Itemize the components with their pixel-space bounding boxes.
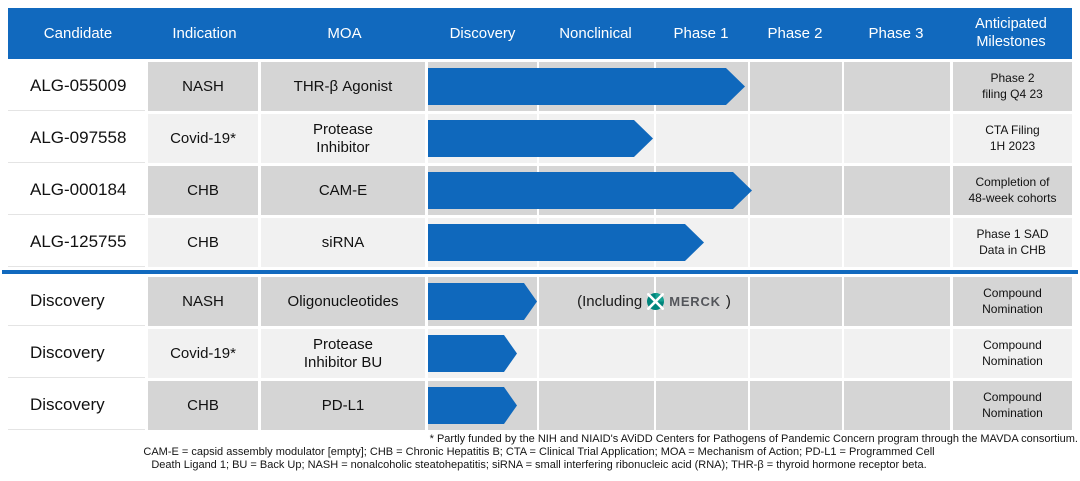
- merck-note-suffix: ): [725, 293, 731, 310]
- merck-note-prefix: (Including: [577, 293, 643, 310]
- moa-cell: Protease Inhibitor: [261, 114, 425, 163]
- milestone-cell: Compound Nomination: [953, 329, 1072, 378]
- moa-cell: Protease Inhibitor BU: [261, 329, 425, 378]
- milestone-cell: Compound Nomination: [953, 277, 1072, 326]
- stage-cell-phase-3: [842, 329, 950, 378]
- moa-cell: Oligonucleotides: [261, 277, 425, 326]
- stage-cell-phase-3: [842, 166, 950, 215]
- stage-cell-phase-2: [748, 381, 842, 430]
- footnotes: * Partly funded by the NIH and NIAID's A…: [0, 433, 1078, 472]
- header-phase-2: Phase 2: [767, 24, 823, 42]
- header-phase-1: Phase 1: [673, 24, 729, 42]
- table-row: ALG-055009 NASH THR-β Agonist Phase 2 fi…: [8, 62, 1072, 111]
- progress-arrow: [428, 224, 704, 261]
- footnote-funding: * Partly funded by the NIH and NIAID's A…: [429, 433, 1078, 445]
- candidate-cell: ALG-000184: [8, 166, 145, 215]
- stage-cell-phase-2: [748, 329, 842, 378]
- table-row: Discovery NASH Oligonucleotides (Includi…: [8, 277, 1072, 326]
- stage-cell-phase-2: [748, 114, 842, 163]
- progress-arrow: [428, 335, 517, 372]
- stage-cell-nonclinical: [537, 277, 654, 326]
- candidate-cell: ALG-055009: [8, 62, 145, 111]
- moa-cell: THR-β Agonist: [261, 62, 425, 111]
- indication-cell: CHB: [148, 166, 258, 215]
- candidate-cell: Discovery: [8, 277, 145, 326]
- milestone-cell: Completion of 48-week cohorts: [953, 166, 1072, 215]
- progress-arrow: [428, 120, 653, 157]
- moa-cell: siRNA: [261, 218, 425, 267]
- stage-track: [428, 62, 950, 111]
- progress-arrow: [428, 283, 537, 320]
- stage-cell-phase-2: [748, 218, 842, 267]
- footnote-abbreviations-line-1: CAM-E = capsid assembly modulator [empty…: [143, 446, 935, 458]
- candidate-cell: Discovery: [8, 381, 145, 430]
- stage-track: [428, 218, 950, 267]
- stage-cell-phase-1: [654, 329, 748, 378]
- milestone-cell: Compound Nomination: [953, 381, 1072, 430]
- milestone-cell: CTA Filing 1H 2023: [953, 114, 1072, 163]
- stage-track: [428, 329, 950, 378]
- candidate-cell: ALG-125755: [8, 218, 145, 267]
- stage-cell-phase-2: [748, 62, 842, 111]
- merck-logo-icon: [647, 293, 665, 310]
- indication-cell: CHB: [148, 218, 258, 267]
- header-discovery: Discovery: [449, 24, 516, 42]
- progress-arrow: [428, 68, 745, 105]
- indication-cell: NASH: [148, 277, 258, 326]
- header-indication: Indication: [172, 24, 237, 42]
- table-header-row: Candidate Indication MOA Discovery Noncl…: [8, 8, 1072, 59]
- indication-cell: CHB: [148, 381, 258, 430]
- stage-cell-phase-3: [842, 218, 950, 267]
- moa-cell: CAM-E: [261, 166, 425, 215]
- stage-track: [428, 381, 950, 430]
- table-row: ALG-000184 CHB CAM-E Completion of 48-we…: [8, 166, 1072, 215]
- table-row: Discovery Covid-19* Protease Inhibitor B…: [8, 329, 1072, 378]
- stage-cell-phase-2: [748, 277, 842, 326]
- stage-cell-nonclinical: [537, 381, 654, 430]
- merck-brand-text: MERCK: [669, 294, 721, 309]
- candidate-cell: Discovery: [8, 329, 145, 378]
- pipeline-table: Candidate Indication MOA Discovery Noncl…: [2, 8, 1078, 430]
- clinical-discovery-divider: [2, 270, 1078, 274]
- header-anticipated-milestones: Anticipated Milestones: [975, 16, 1047, 50]
- header-nonclinical: Nonclinical: [559, 24, 632, 42]
- candidate-cell: ALG-097558: [8, 114, 145, 163]
- footnote-abbreviations-line-2: Death Ligand 1; BU = Back Up; NASH = non…: [151, 459, 927, 471]
- stage-cell-phase-1: [654, 114, 748, 163]
- stage-cell-phase-3: [842, 62, 950, 111]
- indication-cell: Covid-19*: [148, 329, 258, 378]
- indication-cell: NASH: [148, 62, 258, 111]
- stage-cell-nonclinical: [537, 329, 654, 378]
- stage-track: [428, 166, 950, 215]
- stage-cell-phase-3: [842, 114, 950, 163]
- header-phase-3: Phase 3: [868, 24, 924, 42]
- header-candidate: Candidate: [43, 24, 113, 42]
- stage-cell-phase-1: [654, 381, 748, 430]
- header-moa: MOA: [327, 24, 362, 42]
- stage-cell-phase-2: [748, 166, 842, 215]
- progress-arrow: [428, 387, 517, 424]
- progress-arrow: [428, 172, 752, 209]
- moa-cell: PD-L1: [261, 381, 425, 430]
- table-row: ALG-097558 Covid-19* Protease Inhibitor …: [8, 114, 1072, 163]
- indication-cell: Covid-19*: [148, 114, 258, 163]
- table-row: ALG-125755 CHB siRNA Phase 1 SAD Data in…: [8, 218, 1072, 267]
- merck-partnership-note: (Including MERCK ): [540, 277, 768, 326]
- milestone-cell: Phase 2 filing Q4 23: [953, 62, 1072, 111]
- stage-cell-phase-3: [842, 277, 950, 326]
- table-row: Discovery CHB PD-L1 Compound Nomination: [8, 381, 1072, 430]
- milestone-cell: Phase 1 SAD Data in CHB: [953, 218, 1072, 267]
- stage-track: (Including MERCK ): [428, 277, 950, 326]
- stage-track: [428, 114, 950, 163]
- stage-cell-phase-3: [842, 381, 950, 430]
